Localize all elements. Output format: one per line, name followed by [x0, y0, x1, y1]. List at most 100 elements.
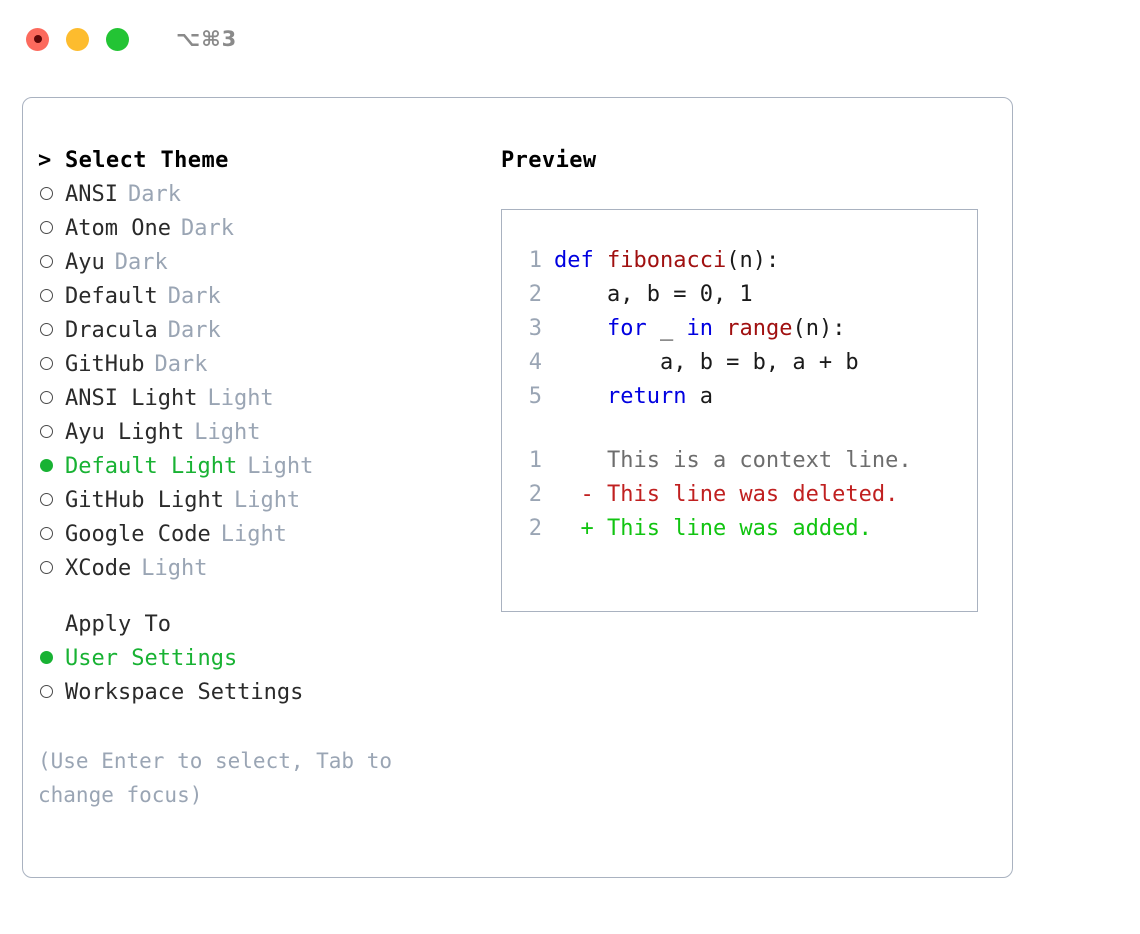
- theme-option-row[interactable]: ANSI Dark: [38, 182, 498, 216]
- theme-option-label: ANSI: [65, 182, 118, 207]
- theme-mode-badge: Dark: [180, 216, 234, 241]
- prompt-caret-icon: >: [38, 148, 52, 173]
- theme-option-row[interactable]: Google Code Light: [38, 522, 498, 556]
- radio-unselected-icon: [40, 685, 53, 698]
- code-token-plain: (n):: [726, 248, 780, 273]
- radio-unselected-icon: [40, 187, 53, 200]
- window-controls: [26, 27, 129, 51]
- code-token-plain: (n):: [792, 316, 846, 341]
- radio-selected-icon: [40, 651, 53, 664]
- theme-mode-badge: Light: [194, 420, 261, 445]
- radio-unselected-icon: [40, 425, 53, 438]
- radio-unselected-icon: [40, 357, 53, 370]
- code-line-number: 2: [528, 282, 542, 307]
- theme-option-label: Dracula: [65, 318, 158, 343]
- theme-option-label: GitHub Light: [65, 488, 224, 513]
- theme-option-row[interactable]: GitHub Light Light: [38, 488, 498, 522]
- diff-line-del: 2 - This line was deleted.: [516, 482, 977, 516]
- code-token-fn: range: [726, 316, 793, 341]
- code-token-kw: return: [606, 384, 687, 409]
- theme-option-row[interactable]: XCode Light: [38, 556, 498, 590]
- close-button[interactable]: [26, 27, 49, 51]
- theme-option-label: Default Light: [65, 454, 238, 479]
- code-line: 3 for _ in range(n):: [516, 316, 977, 350]
- theme-option-label: Atom One: [65, 216, 171, 241]
- theme-mode-badge: Dark: [167, 318, 221, 343]
- diff-line-number: 1: [528, 448, 542, 473]
- theme-mode-badge: Light: [220, 522, 287, 547]
- maximize-button[interactable]: [106, 27, 129, 51]
- list-spacer: [38, 590, 498, 612]
- code-line-number: 5: [528, 384, 542, 409]
- apply-to-option-row[interactable]: Workspace Settings: [38, 680, 498, 714]
- theme-option-row[interactable]: Ayu Light Light: [38, 420, 498, 454]
- code-token-kw: def: [554, 248, 607, 273]
- theme-mode-badge: Light: [207, 386, 274, 411]
- title-bar: ⌥⌘3: [0, 0, 1140, 78]
- theme-mode-badge: Dark: [127, 182, 181, 207]
- theme-option-label: Google Code: [65, 522, 211, 547]
- code-token-kw: in: [686, 316, 727, 341]
- code-token-plain: a, b = 0, 1: [554, 282, 753, 307]
- theme-option-row[interactable]: ANSI Light Light: [38, 386, 498, 420]
- theme-option-label: Ayu Light: [65, 420, 185, 445]
- code-line: 4 a, b = b, a + b: [516, 350, 977, 384]
- code-token-fn: fibonacci: [606, 248, 727, 273]
- theme-option-label: Ayu: [65, 250, 105, 275]
- radio-unselected-icon: [40, 289, 53, 302]
- diff-line-number: 2: [528, 516, 542, 541]
- code-token-plain: _: [646, 316, 687, 341]
- theme-option-row[interactable]: Atom One Dark: [38, 216, 498, 250]
- preview-title: Preview: [501, 148, 597, 173]
- theme-option-row[interactable]: Dracula Dark: [38, 318, 498, 352]
- diff-line-number: 2: [528, 482, 542, 507]
- theme-mode-badge: Dark: [154, 352, 208, 377]
- hint-spacer: [38, 714, 498, 744]
- apply-to-option-label: User Settings: [65, 646, 238, 671]
- apply-to-title: Apply To: [65, 612, 171, 637]
- code-line-number: 4: [528, 350, 542, 375]
- theme-option-label: Default: [65, 284, 158, 309]
- code-token-plain: a, b = b, a + b: [554, 350, 859, 375]
- code-token-plain: [554, 384, 607, 409]
- radio-unselected-icon: [40, 493, 53, 506]
- apply-to-option-row[interactable]: User Settings: [38, 646, 498, 680]
- code-token-plain: [554, 316, 607, 341]
- theme-mode-badge: Light: [247, 454, 314, 479]
- theme-option-row[interactable]: Default Light Light: [38, 454, 498, 488]
- code-line: 1 def fibonacci(n):: [516, 248, 977, 282]
- radio-unselected-icon: [40, 561, 53, 574]
- keyboard-shortcut-label: ⌥⌘3: [176, 27, 238, 51]
- radio-unselected-icon: [40, 527, 53, 540]
- theme-mode-badge: Light: [233, 488, 301, 513]
- code-diff-gap: [516, 418, 977, 448]
- apply-to-option-label: Workspace Settings: [65, 680, 304, 705]
- theme-list-header: > Select Theme: [38, 148, 498, 182]
- diff-line-add: 2 + This line was added.: [516, 516, 977, 550]
- recording-dot-icon: [33, 35, 42, 43]
- code-token-kw: for: [606, 316, 647, 341]
- theme-option-label: ANSI Light: [65, 386, 198, 411]
- code-line-number: 1: [528, 248, 542, 273]
- radio-unselected-icon: [40, 255, 53, 268]
- code-line: 5 return a: [516, 384, 977, 418]
- code-line-number: 3: [528, 316, 542, 341]
- theme-mode-badge: Light: [141, 556, 208, 581]
- radio-selected-icon: [40, 459, 53, 472]
- theme-option-label: XCode: [65, 556, 132, 581]
- minimize-button[interactable]: [66, 27, 89, 51]
- diff-line-text: + This line was added.: [554, 516, 872, 541]
- keyboard-hint-text: (Use Enter to select, Tab to change focu…: [38, 749, 393, 807]
- radio-unselected-icon: [40, 391, 53, 404]
